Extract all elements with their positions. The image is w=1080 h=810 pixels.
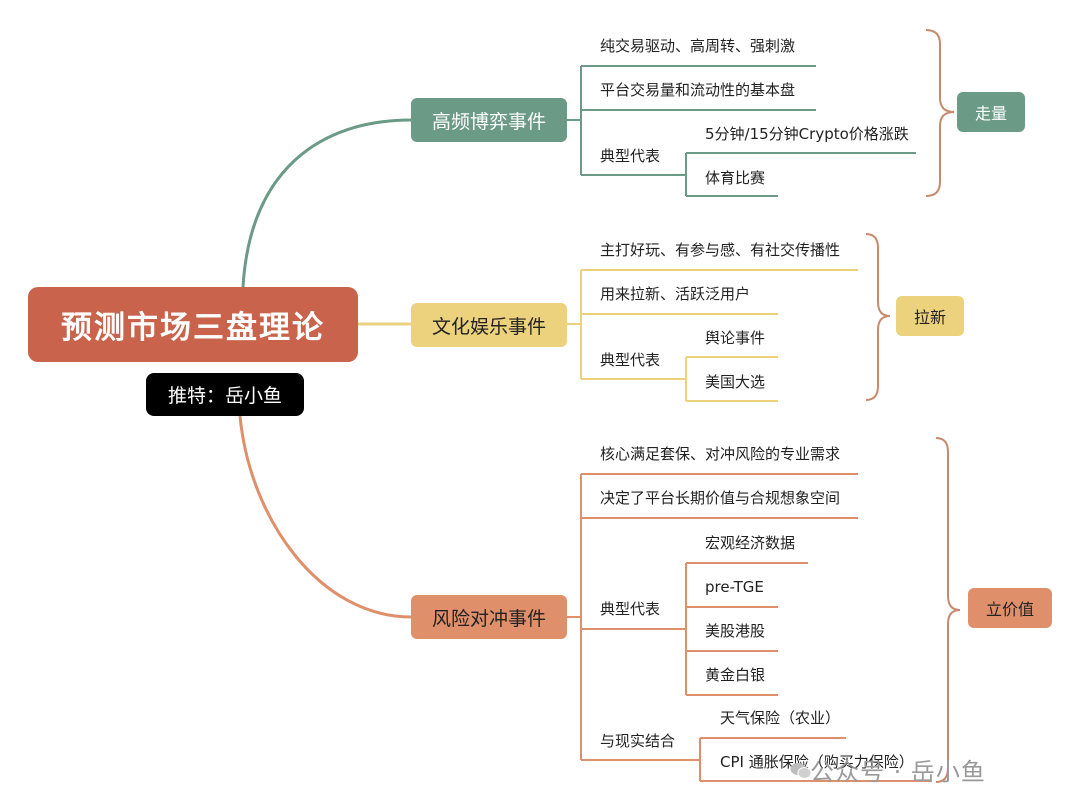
leaf-b2-group-item1: 舆论事件 <box>705 329 766 347</box>
leaf-b3-group-item2: pre-TGE <box>705 578 764 596</box>
leaf-b1-item2: 平台交易量和流动性的基本盘 <box>600 81 796 99</box>
leaf-b3-group2-label: 与现实结合 <box>600 732 676 750</box>
bracket-3 <box>935 437 961 783</box>
leaf-b3-group2-item2: CPI 通胀保险（购买力保险） <box>720 753 914 771</box>
tag-acquisition: 拉新 <box>896 296 964 336</box>
author-label: 推特：岳小鱼 <box>146 373 304 416</box>
leaf-b2-group-label: 典型代表 <box>600 351 661 369</box>
leaf-b1-group-label: 典型代表 <box>600 147 661 165</box>
leaf-b1-group-item2: 体育比赛 <box>705 169 766 187</box>
leaf-b3-group-item3: 美股港股 <box>705 622 766 640</box>
tag-volume: 走量 <box>957 92 1025 132</box>
connector-root-branch3 <box>238 415 412 619</box>
wechat-icon <box>790 763 812 779</box>
branch-node-high-frequency: 高频博弈事件 <box>411 98 567 142</box>
branch3-lines <box>567 473 930 782</box>
branch-node-entertainment: 文化娱乐事件 <box>411 303 567 347</box>
bracket-1 <box>925 29 955 197</box>
leaf-b2-item2: 用来拉新、活跃泛用户 <box>600 285 751 303</box>
leaf-b3-item2: 决定了平台长期价值与合规想象空间 <box>600 489 841 507</box>
leaf-b3-group2-item1: 天气保险（农业） <box>720 709 841 727</box>
connector-root-branch1 <box>241 118 412 288</box>
branch1-lines <box>567 65 916 197</box>
leaf-b2-item1: 主打好玩、有参与感、有社交传播性 <box>600 241 841 259</box>
leaf-b3-group-item4: 黄金白银 <box>705 666 766 684</box>
leaf-b1-item1: 纯交易驱动、高周转、强刺激 <box>600 37 796 55</box>
leaf-b3-group-item1: 宏观经济数据 <box>705 534 796 552</box>
branch2-lines <box>567 269 858 402</box>
leaf-b2-group-item2: 美国大选 <box>705 373 766 391</box>
tag-value: 立价值 <box>968 588 1052 628</box>
leaf-b1-group-item1: 5分钟/15分钟Crypto价格涨跌 <box>705 125 909 143</box>
leaf-b3-group-label: 典型代表 <box>600 600 661 618</box>
bracket-2 <box>865 233 891 401</box>
leaf-b3-item1: 核心满足套保、对冲风险的专业需求 <box>600 445 841 463</box>
root-node-title: 预测市场三盘理论 <box>28 287 358 362</box>
watermark: 公众号 · 岳小鱼 <box>810 758 986 786</box>
branch-node-hedging: 风险对冲事件 <box>411 595 567 639</box>
